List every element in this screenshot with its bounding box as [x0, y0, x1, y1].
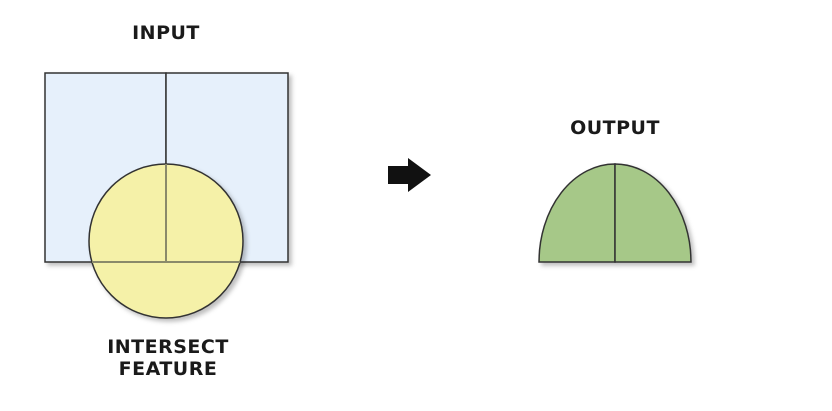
output-feature: [538, 163, 692, 263]
output-polygon-left: [538, 163, 616, 263]
output-polygon-right: [614, 163, 692, 263]
intersect-feature-label: INTERSECT FEATURE: [88, 336, 248, 381]
output-label: OUTPUT: [570, 117, 660, 139]
intersect-overlap-lines: [92, 164, 240, 263]
right-arrow-icon: [388, 158, 431, 192]
input-label: INPUT: [132, 22, 200, 44]
intersect-label-line1: INTERSECT: [107, 336, 229, 358]
intersect-label-line2: FEATURE: [118, 357, 218, 380]
